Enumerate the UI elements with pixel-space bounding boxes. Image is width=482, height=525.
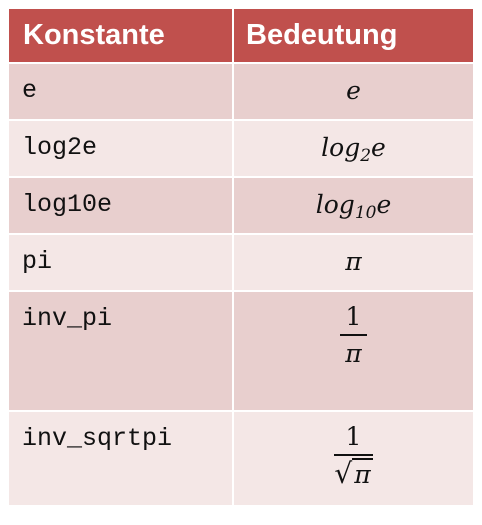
constant-meaning: 1 √π [232,410,475,507]
log-argument: e [371,133,386,162]
constant-name: log2e [7,119,234,178]
constant-name: e [7,62,234,121]
log-base: log [315,190,355,219]
log-subscript: 10 [354,203,377,223]
table-row: log10e log10e [7,176,475,235]
fraction-numerator: 1 [334,424,373,456]
table-row: inv_pi 1 π [7,290,475,412]
table-row: e e [7,62,475,121]
fraction-denominator: π [345,339,362,368]
constant-name: inv_pi [7,290,234,412]
header-constant: Konstante [7,7,234,64]
constant-meaning: e [232,62,475,121]
fraction: 1 π [339,304,368,368]
fraction-denominator: √π [334,456,373,490]
table-row: pi π [7,233,475,292]
constant-meaning: log2e [232,119,475,178]
header-row: Konstante Bedeutung [7,7,475,64]
constants-table: Konstante Bedeutung e e log2e log2e log1… [7,7,475,507]
constant-meaning: log10e [232,176,475,235]
fraction-numerator: 1 [339,304,368,336]
log-argument: e [376,190,392,219]
sqrt-symbol: √ [334,457,353,490]
table-row: inv_sqrtpi 1 √π [7,410,475,507]
log-base: log [321,133,361,162]
sqrt-radicand: π [352,458,373,489]
constant-meaning: π [232,233,475,292]
header-meaning: Bedeutung [232,7,475,64]
constant-meaning: 1 π [232,290,475,412]
constant-name: pi [7,233,234,292]
constant-name: log10e [7,176,234,235]
fraction: 1 √π [334,424,373,490]
table-row: log2e log2e [7,119,475,178]
constant-name: inv_sqrtpi [7,410,234,507]
log-subscript: 2 [360,146,372,166]
